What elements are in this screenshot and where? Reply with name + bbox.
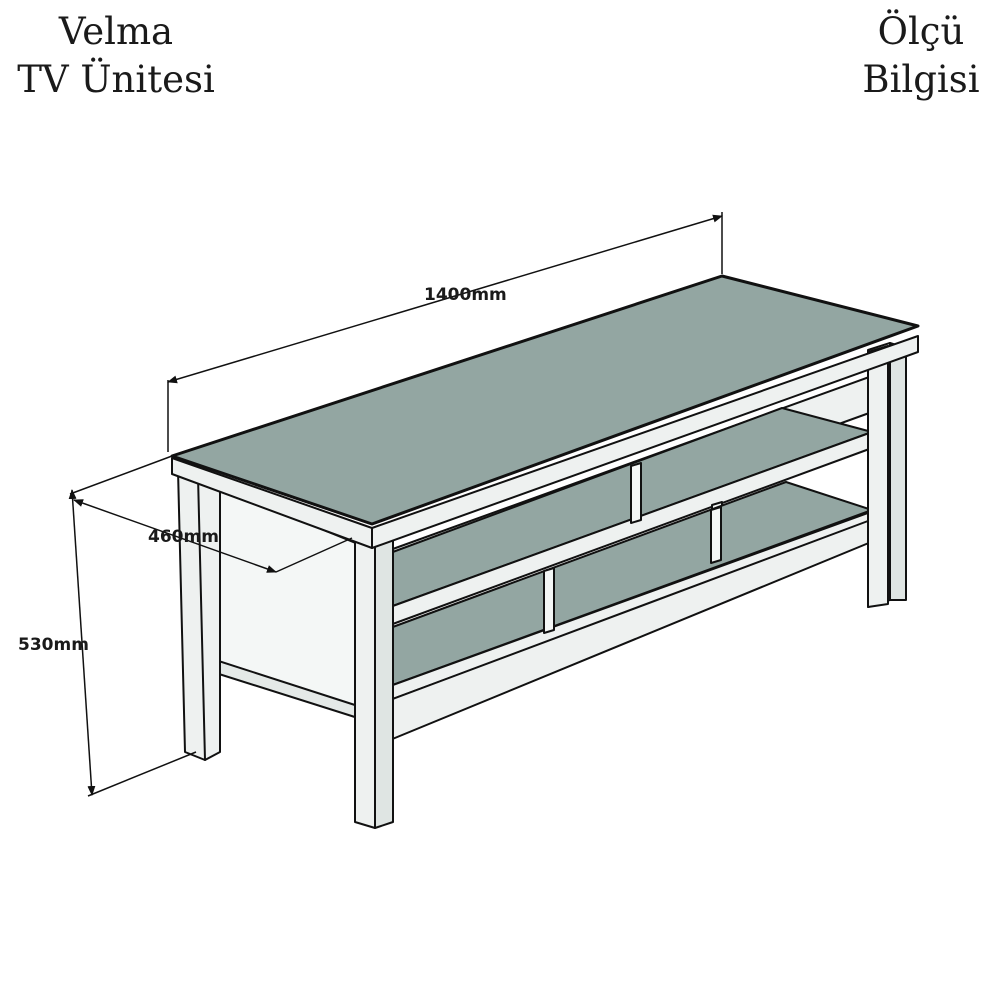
lower-divider-1 [543,567,555,634]
product-title: Velma TV Ünitesi [6,8,226,104]
product-type: TV Ünitesi [17,58,215,101]
product-name: Velma [58,10,174,53]
depth-dimension-line [73,499,277,573]
height-extension-bottom [87,751,197,797]
front-left-leg [354,535,376,829]
width-dimension-line [167,214,723,384]
info-title-line2: Bilgisi [862,58,980,101]
depth-label: 460mm [148,527,219,547]
lower-divider-2 [710,506,722,564]
depth-extension [69,455,173,495]
upper-divider-1 [630,462,642,524]
depth-extension-2 [275,537,353,573]
front-right-leg [867,345,889,608]
height-dimension-line [68,489,96,796]
width-label: 1400mm [424,285,507,305]
info-title-line1: Ölçü [877,10,965,53]
height-label: 530mm [18,635,89,655]
info-title: Ölçü Bilgisi [846,8,996,104]
